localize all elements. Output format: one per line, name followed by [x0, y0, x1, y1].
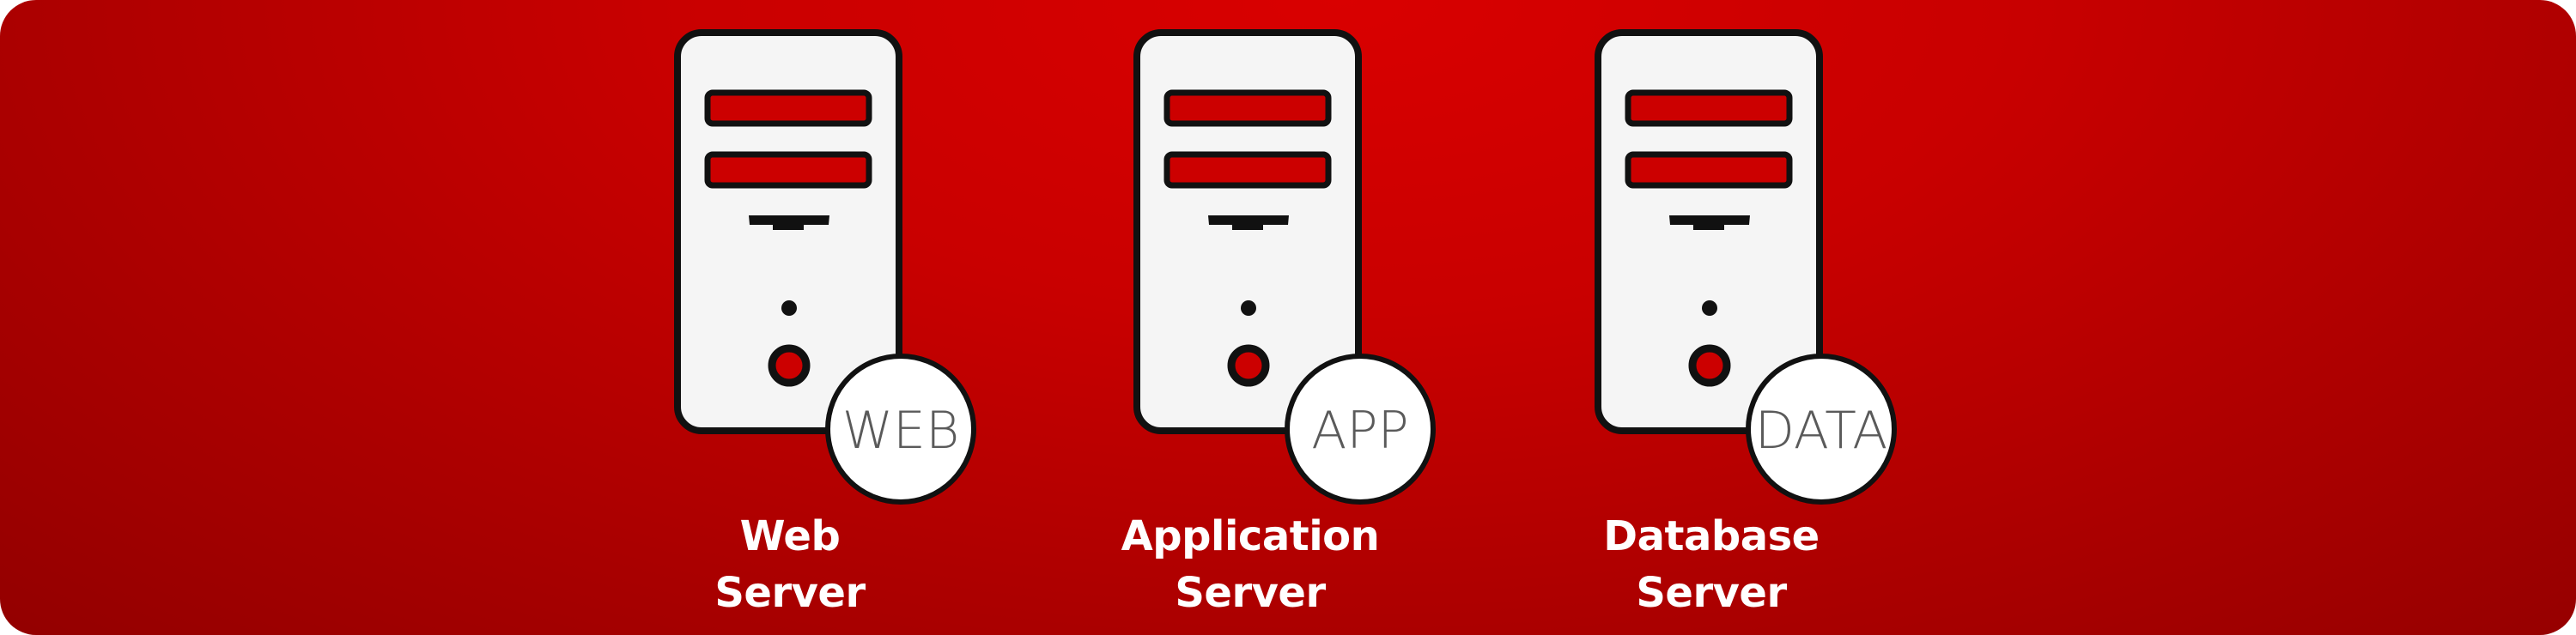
- optical-slot: [749, 215, 829, 230]
- optical-slot: [1208, 215, 1289, 230]
- status-led-icon: [1241, 300, 1256, 316]
- server-badge-text: APP: [1311, 401, 1408, 461]
- server-badge-text: DATA: [1755, 401, 1888, 461]
- drive-bay: [704, 89, 872, 127]
- power-button-icon: [768, 344, 811, 387]
- application-server-node: APP Application Server: [1096, 0, 1436, 635]
- drive-bay: [1625, 89, 1793, 127]
- status-led-icon: [781, 300, 797, 316]
- server-label-line1: Web: [739, 512, 841, 560]
- server-tower-icon: APP: [1133, 29, 1436, 505]
- server-badge: [1285, 354, 1436, 505]
- server-label-line2: Server: [1175, 569, 1326, 617]
- server-badge: [1746, 354, 1897, 505]
- server-label-line2: Server: [1636, 569, 1787, 617]
- server-label: Application Server: [1096, 508, 1405, 621]
- status-led-icon: [1702, 300, 1717, 316]
- server-badge-text: WEB: [842, 401, 960, 461]
- drive-bay: [1163, 89, 1332, 127]
- web-server-node: WEB Web Server: [635, 0, 976, 635]
- drive-bay: [1163, 151, 1332, 189]
- drive-bay: [704, 151, 872, 189]
- server-label: Web Server: [635, 508, 945, 621]
- power-button-icon: [1227, 344, 1270, 387]
- database-server-node: DATA Database Server: [1557, 0, 1897, 635]
- server-badge: [825, 354, 976, 505]
- server-label-line1: Application: [1121, 512, 1380, 560]
- power-button-icon: [1688, 344, 1731, 387]
- drive-bay: [1625, 151, 1793, 189]
- server-label-line1: Database: [1603, 512, 1820, 560]
- server-tower-icon: WEB: [674, 29, 976, 505]
- optical-slot: [1669, 215, 1750, 230]
- server-tower-icon: DATA: [1595, 29, 1897, 505]
- server-label-line2: Server: [714, 569, 866, 617]
- server-label: Database Server: [1557, 508, 1866, 621]
